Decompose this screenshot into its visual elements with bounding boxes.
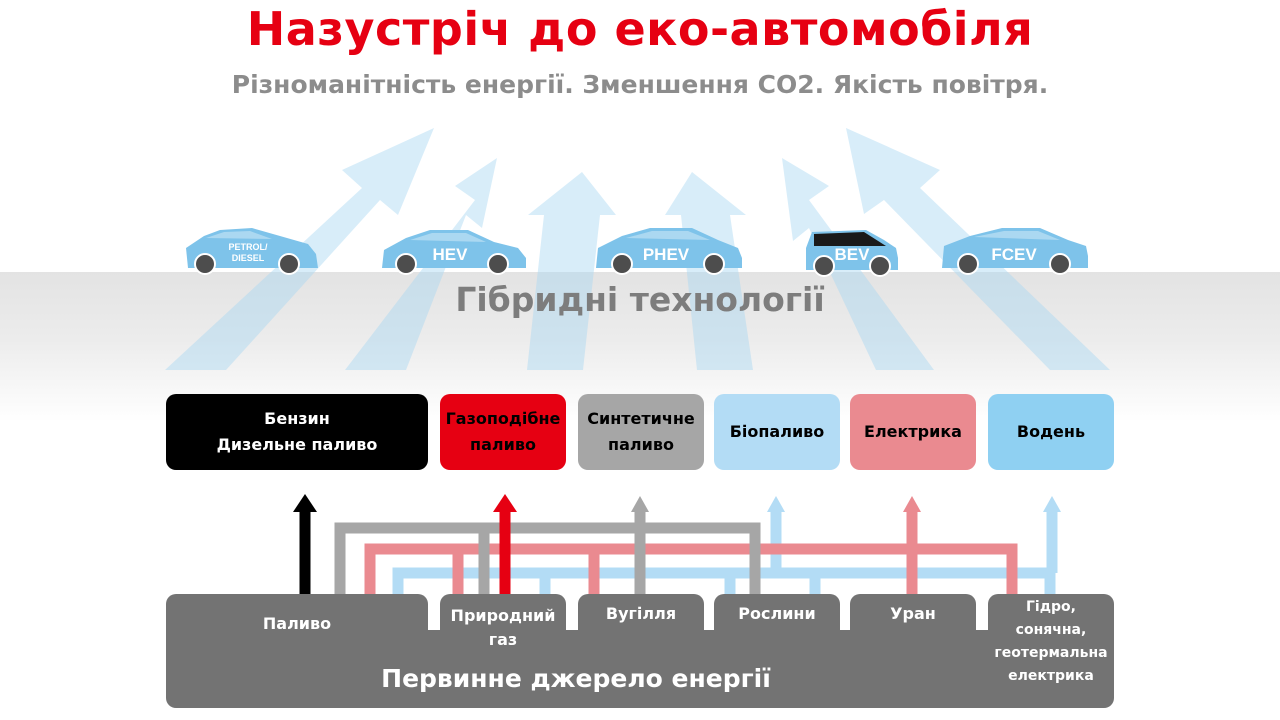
fuel-box-bio: Біопаливо (714, 394, 840, 470)
fuel-box-electric: Електрика (850, 394, 976, 470)
hybrid-technologies-label: Гібридні технології (455, 280, 825, 319)
car-label-phev: PHEV (642, 245, 690, 264)
fuel-box-hydrogen: Водень (988, 394, 1114, 470)
wheel (957, 253, 979, 275)
source-tab-uranium (850, 594, 976, 630)
source-label-natural-gas: Природний газ (450, 606, 556, 649)
source-tab-plants (714, 594, 840, 630)
fuel-box-synthetic: Синтетичне паливо (578, 394, 704, 470)
car-window (974, 231, 1060, 240)
synthetic-line (334, 510, 761, 596)
wheel (278, 253, 300, 275)
wheel (395, 253, 417, 275)
source-tab-natural-gas (440, 594, 566, 630)
wheel (194, 253, 216, 275)
gas-arrowhead (493, 494, 517, 512)
car-window (626, 231, 710, 240)
wheel (813, 255, 835, 277)
hydrogen-arrowhead (1043, 496, 1061, 512)
car-label-hev: HEV (432, 245, 468, 264)
car-label-fcev: FCEV (991, 245, 1037, 264)
car-window (410, 233, 486, 242)
electric-line (364, 510, 1018, 596)
page-title: Назустріч до еко-автомобіля (246, 2, 1034, 56)
upward-arrow (527, 172, 616, 370)
upward-arrow (782, 158, 934, 370)
source-tab-renewables (988, 594, 1114, 630)
fuel-box-gas: Газоподібне паливо (440, 394, 566, 470)
source-tab-fuel (166, 594, 428, 630)
source-label-uranium: Уран (890, 604, 936, 623)
fuel-box-petrol-diesel: Бензин Дизельне паливо (166, 394, 428, 470)
car-label-petrol-diesel: PETROL/ DIESEL (228, 242, 268, 263)
source-label-renewables: Гідро, сонячна, геотермальна електрика (994, 599, 1108, 684)
source-tab-coal (578, 594, 704, 630)
car-label-bev: BEV (834, 245, 870, 264)
petrol-arrowhead (293, 494, 317, 512)
connection-lines (299, 508, 1058, 596)
primary-energy-source-label: Первинне джерело енергії (381, 664, 771, 693)
source-label-fuel: Паливо (262, 614, 332, 633)
upward-arrow (345, 158, 497, 370)
car-fcev (942, 228, 1088, 275)
wheel (703, 253, 725, 275)
bio-arrowhead (767, 496, 785, 512)
wheel (1049, 253, 1071, 275)
arrow-heads (293, 494, 1061, 512)
car-bev (806, 230, 898, 277)
car-phev (596, 228, 742, 275)
source-label-coal: Вугілля (605, 604, 677, 623)
page-subtitle: Різноманітність енергії. Зменшення CO2. … (231, 70, 1049, 99)
electric-arrowhead (903, 496, 921, 512)
wheel (487, 253, 509, 275)
source-label-plants: Рослини (738, 604, 816, 623)
synthetic-arrowhead (631, 496, 649, 512)
wheel (611, 253, 633, 275)
car-hev (382, 230, 526, 275)
car-window (814, 232, 886, 246)
primary-source-block (166, 630, 1114, 708)
car-petrol-diesel (186, 228, 318, 275)
car-window (206, 231, 272, 239)
wheel (869, 255, 891, 277)
bio-line (392, 510, 1056, 596)
